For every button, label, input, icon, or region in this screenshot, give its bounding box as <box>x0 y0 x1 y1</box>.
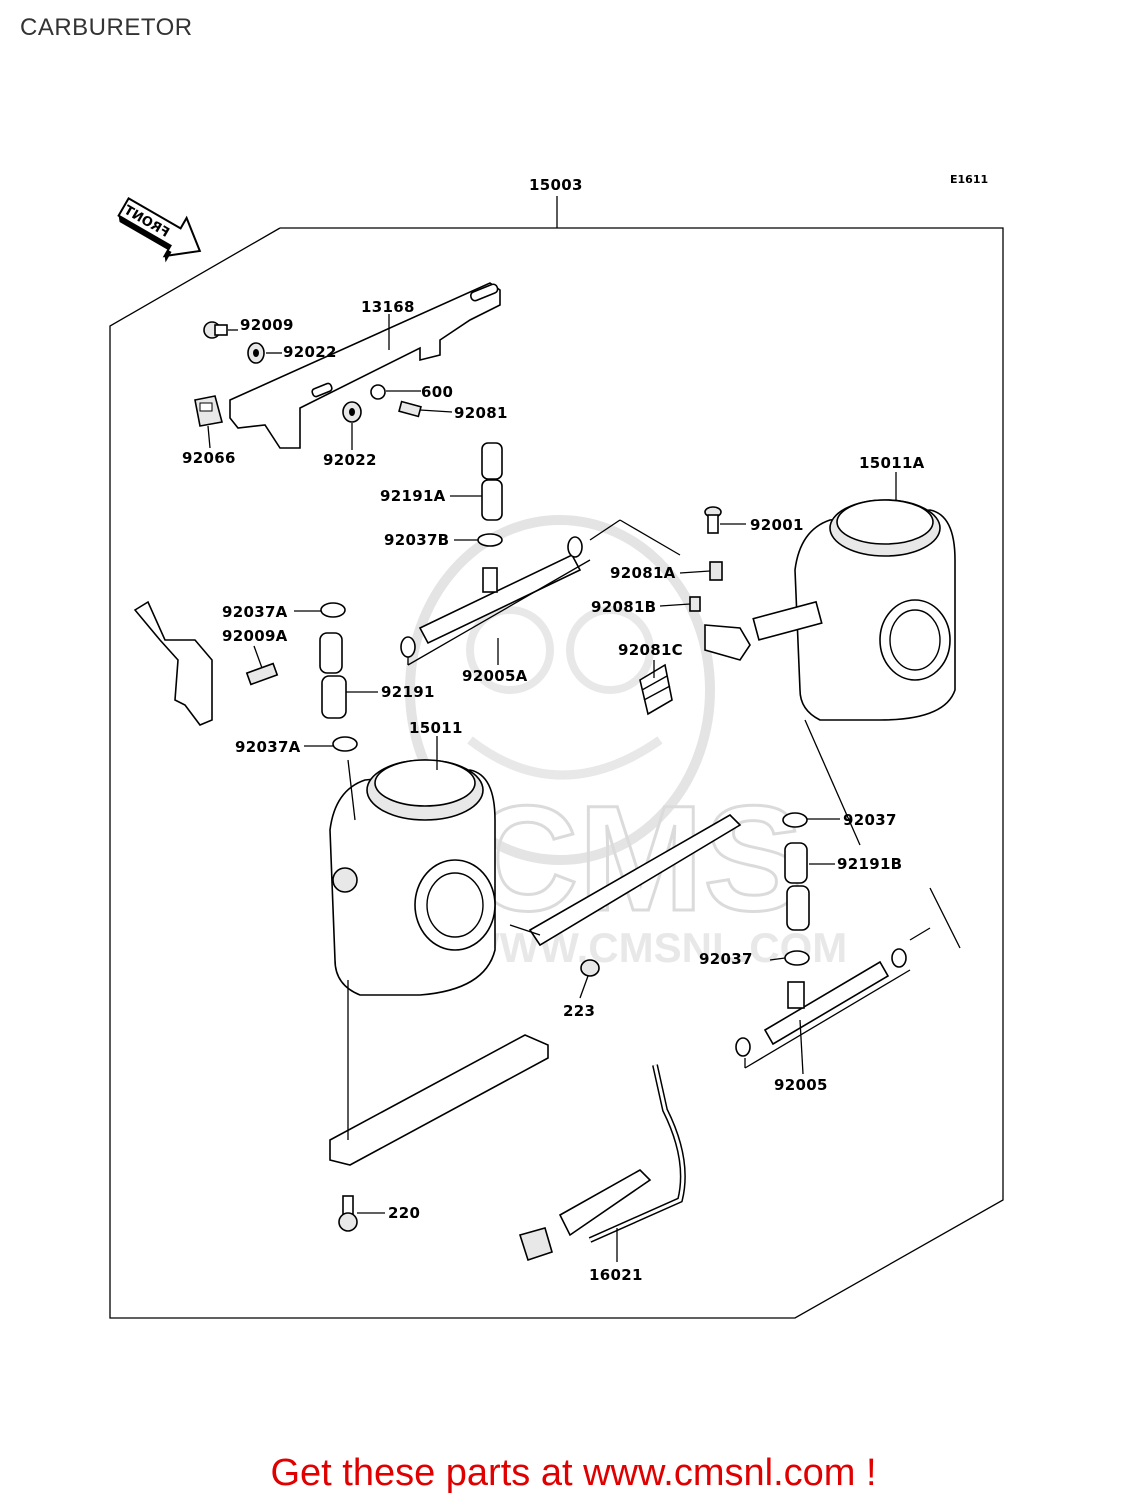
pipe-92005 <box>735 887 961 1069</box>
bracket-13168 <box>229 282 501 449</box>
part-label: 92005 <box>774 1076 828 1094</box>
assembly-outline-15003 <box>109 196 1004 1319</box>
part-label: 223 <box>563 1002 595 1020</box>
screw-92001 <box>704 506 722 534</box>
part-label: 13168 <box>361 298 415 316</box>
part-label: 92037B <box>384 531 449 549</box>
lower-plate <box>329 980 549 1166</box>
part-label: 92037 <box>699 950 753 968</box>
footer-link[interactable]: Get these parts at www.cmsnl.com ! <box>270 1452 877 1494</box>
part-label: 600 <box>421 383 453 401</box>
screw-220 <box>338 1195 358 1232</box>
part-label: 220 <box>388 1204 420 1222</box>
washer-92022-lower <box>342 401 362 423</box>
part-label: 16021 <box>589 1266 643 1284</box>
screw-92009 <box>203 321 228 339</box>
link-arm <box>509 814 742 977</box>
tube-92191 <box>319 632 347 719</box>
part-label: 15011 <box>409 719 463 737</box>
spring-92081A <box>709 561 723 581</box>
watermark: CMS WWW.CMSNL.COM <box>405 515 847 971</box>
ball-600 <box>370 384 386 400</box>
spring-92081 <box>398 400 422 418</box>
carburetor-15011A <box>704 499 956 721</box>
leader-lines <box>207 314 897 1262</box>
part-label: 92191A <box>380 487 446 505</box>
carburetor-15011 <box>329 759 496 996</box>
part-label: 92037A <box>235 738 301 756</box>
part-label: 92081A <box>610 564 676 582</box>
part-label: 92009 <box>240 316 294 334</box>
part-label: 92191B <box>837 855 902 873</box>
o-ring-92037A-lower <box>332 736 358 752</box>
part-label: 92037 <box>843 811 897 829</box>
part-label: 92037A <box>222 603 288 621</box>
o-ring-92037A-upper <box>320 602 346 618</box>
front-arrow-icon: FRONT <box>117 196 202 263</box>
part-label: 15011A <box>859 454 925 472</box>
diagram-code: E1611 <box>950 173 988 186</box>
watermark-url: WWW.CMSNL.COM <box>460 924 847 971</box>
pipe-92005A <box>400 519 681 666</box>
part-labels: 15003 13168 92009 92022 600 92081 92066 … <box>182 176 925 1284</box>
o-ring-92037-lower <box>784 950 810 966</box>
washer-92022-upper <box>247 342 265 364</box>
part-label: 92081B <box>591 598 656 616</box>
watermark-logo: CMS <box>470 774 803 942</box>
part-label: 92022 <box>283 343 337 361</box>
part-label: 92022 <box>323 451 377 469</box>
clip-92066 <box>194 395 223 427</box>
o-ring-92037-upper <box>782 812 808 828</box>
tube-92191B <box>784 842 810 931</box>
o-ring-92037B <box>477 533 503 547</box>
choke-cable-16021 <box>518 1064 686 1262</box>
carburetor-parts-diagram: CMS WWW.CMSNL.COM FRONT E1611 <box>109 173 1004 1319</box>
spring-92081B <box>689 596 701 612</box>
part-label: 92001 <box>750 516 804 534</box>
bracket-left <box>133 600 346 726</box>
part-label: 92009A <box>222 627 288 645</box>
page-title: CARBURETOR <box>20 14 193 41</box>
screw-223 <box>580 959 600 977</box>
spring-92081C <box>639 663 673 716</box>
part-label: 92191 <box>381 683 435 701</box>
tube-92191A <box>481 442 503 521</box>
part-label: 15003 <box>529 176 583 194</box>
part-label: 92081C <box>618 641 683 659</box>
part-label: 92066 <box>182 449 236 467</box>
part-label: 92081 <box>454 404 508 422</box>
part-label: 92005A <box>462 667 528 685</box>
